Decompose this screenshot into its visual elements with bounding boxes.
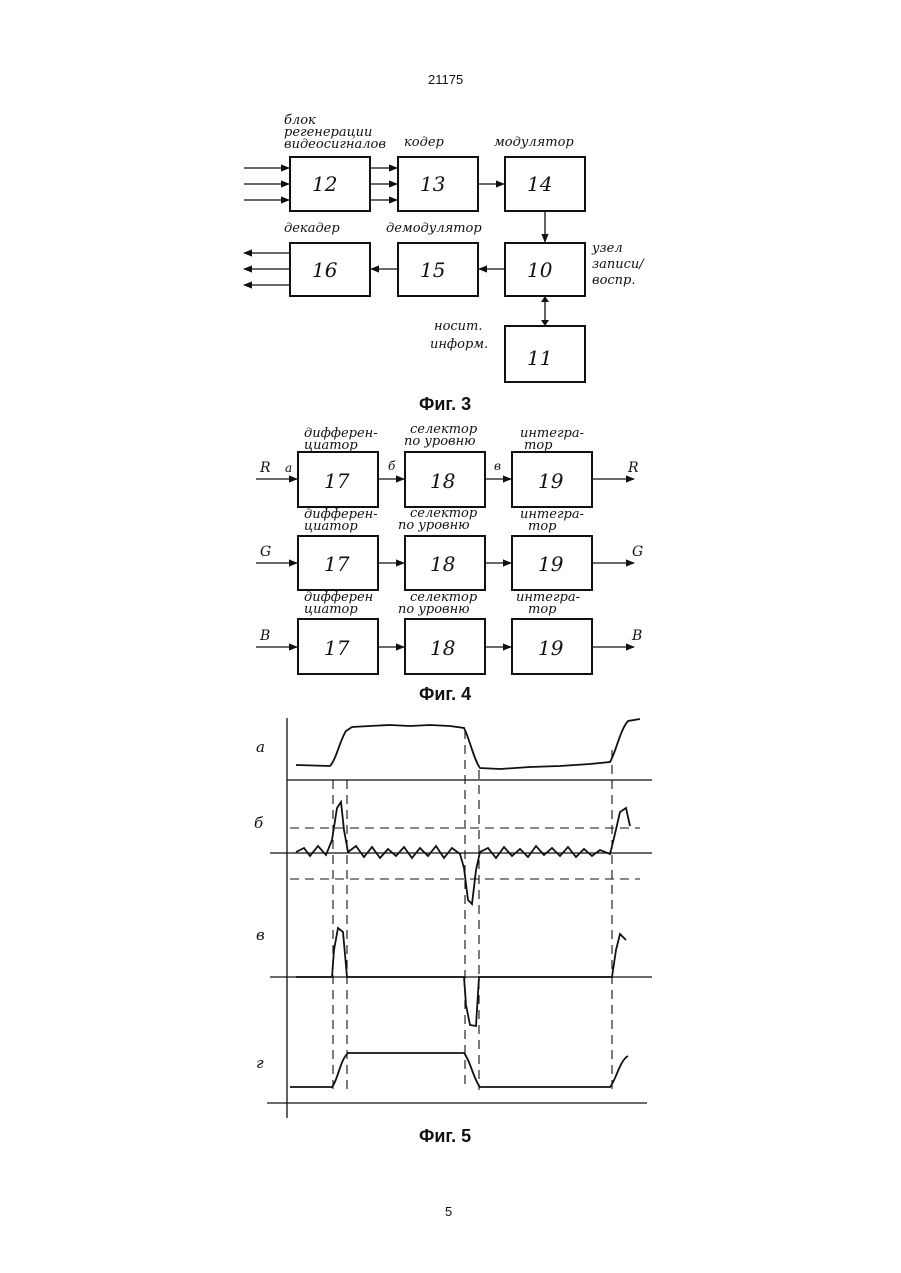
fig5-trace-g <box>290 1053 628 1087</box>
fig3-num-13: 13 <box>420 172 445 196</box>
fig4-label-integ-2b: тор <box>528 519 557 534</box>
fig4-caption: Фиг. 4 <box>419 684 471 705</box>
fig5-trace-label-g: г <box>256 1054 264 1072</box>
fig4-label-integ-1b: тор <box>524 438 553 453</box>
fig4-output-B: B <box>631 628 642 644</box>
fig3-label-block10-line3: воспр. <box>592 273 636 288</box>
page-footer: 5 <box>445 1204 452 1219</box>
fig5-trace-label-a: а <box>256 738 265 756</box>
fig4-row1-num-19: 19 <box>538 469 564 493</box>
fig4-input-R: R <box>259 460 271 476</box>
fig4-label-integ-3b: тор <box>528 602 557 617</box>
fig3-label-block13: кодер <box>404 135 445 150</box>
fig4-point-v: в <box>494 459 501 473</box>
fig5-timing-diagram: а б в г <box>254 718 652 1118</box>
fig4-point-a: а <box>285 461 292 475</box>
fig4-output-G: G <box>632 544 643 560</box>
fig4-row1-num-18: 18 <box>430 469 455 493</box>
fig3-caption: Фиг. 3 <box>419 394 471 415</box>
fig3-label-block10-line1: узел <box>591 241 623 256</box>
fig4-row3-num-18: 18 <box>430 636 455 660</box>
fig3-label-block11-line1: носит. <box>434 319 483 334</box>
fig4-label-sel-3b: по уровню <box>398 602 470 617</box>
fig4-input-B: B <box>259 628 270 644</box>
fig4-label-sel-1b: по уровню <box>404 434 476 449</box>
fig4-output-R: R <box>627 460 639 476</box>
fig5-caption: Фиг. 5 <box>419 1126 471 1147</box>
fig5-trace-a <box>296 719 640 769</box>
fig3-label-block11-line2: информ. <box>430 337 488 352</box>
fig4-row2-num-17: 17 <box>324 552 350 576</box>
fig3-label-block15: демодулятор <box>386 221 482 236</box>
fig4-row3-num-19: 19 <box>538 636 564 660</box>
fig4-row2-num-18: 18 <box>430 552 455 576</box>
fig4-label-diff-1b: циатор <box>304 438 358 453</box>
fig4-point-b: б <box>388 459 396 473</box>
fig4-row1-num-17: 17 <box>324 469 350 493</box>
fig4-label-diff-3b: циатор <box>304 602 358 617</box>
fig3-num-14: 14 <box>527 172 552 196</box>
fig3-num-10: 10 <box>527 258 553 282</box>
fig5-trace-label-v: в <box>256 926 265 944</box>
fig4-label-sel-2b: по уровню <box>398 518 470 533</box>
fig4-diagram: дифферен- циатор селектор по уровню инте… <box>256 422 643 674</box>
fig3-num-15: 15 <box>420 258 445 282</box>
fig3-num-16: 16 <box>312 258 338 282</box>
fig3-label-block14: модулятор <box>494 135 574 150</box>
fig4-row3-num-17: 17 <box>324 636 350 660</box>
fig4-row2-num-19: 19 <box>538 552 564 576</box>
fig3-diagram: блок регенерации видеосигналов кодер мод… <box>244 113 645 382</box>
fig4-label-diff-2b: циатор <box>304 519 358 534</box>
fig5-trace-label-b: б <box>254 814 264 832</box>
fig3-label-block12-line3: видеосигналов <box>284 137 386 152</box>
fig3-num-11: 11 <box>527 346 552 370</box>
fig3-num-12: 12 <box>312 172 337 196</box>
fig4-input-G: G <box>260 544 271 560</box>
fig3-label-block16: декадер <box>284 221 340 236</box>
fig3-label-block10-line2: записи/ <box>592 257 645 272</box>
